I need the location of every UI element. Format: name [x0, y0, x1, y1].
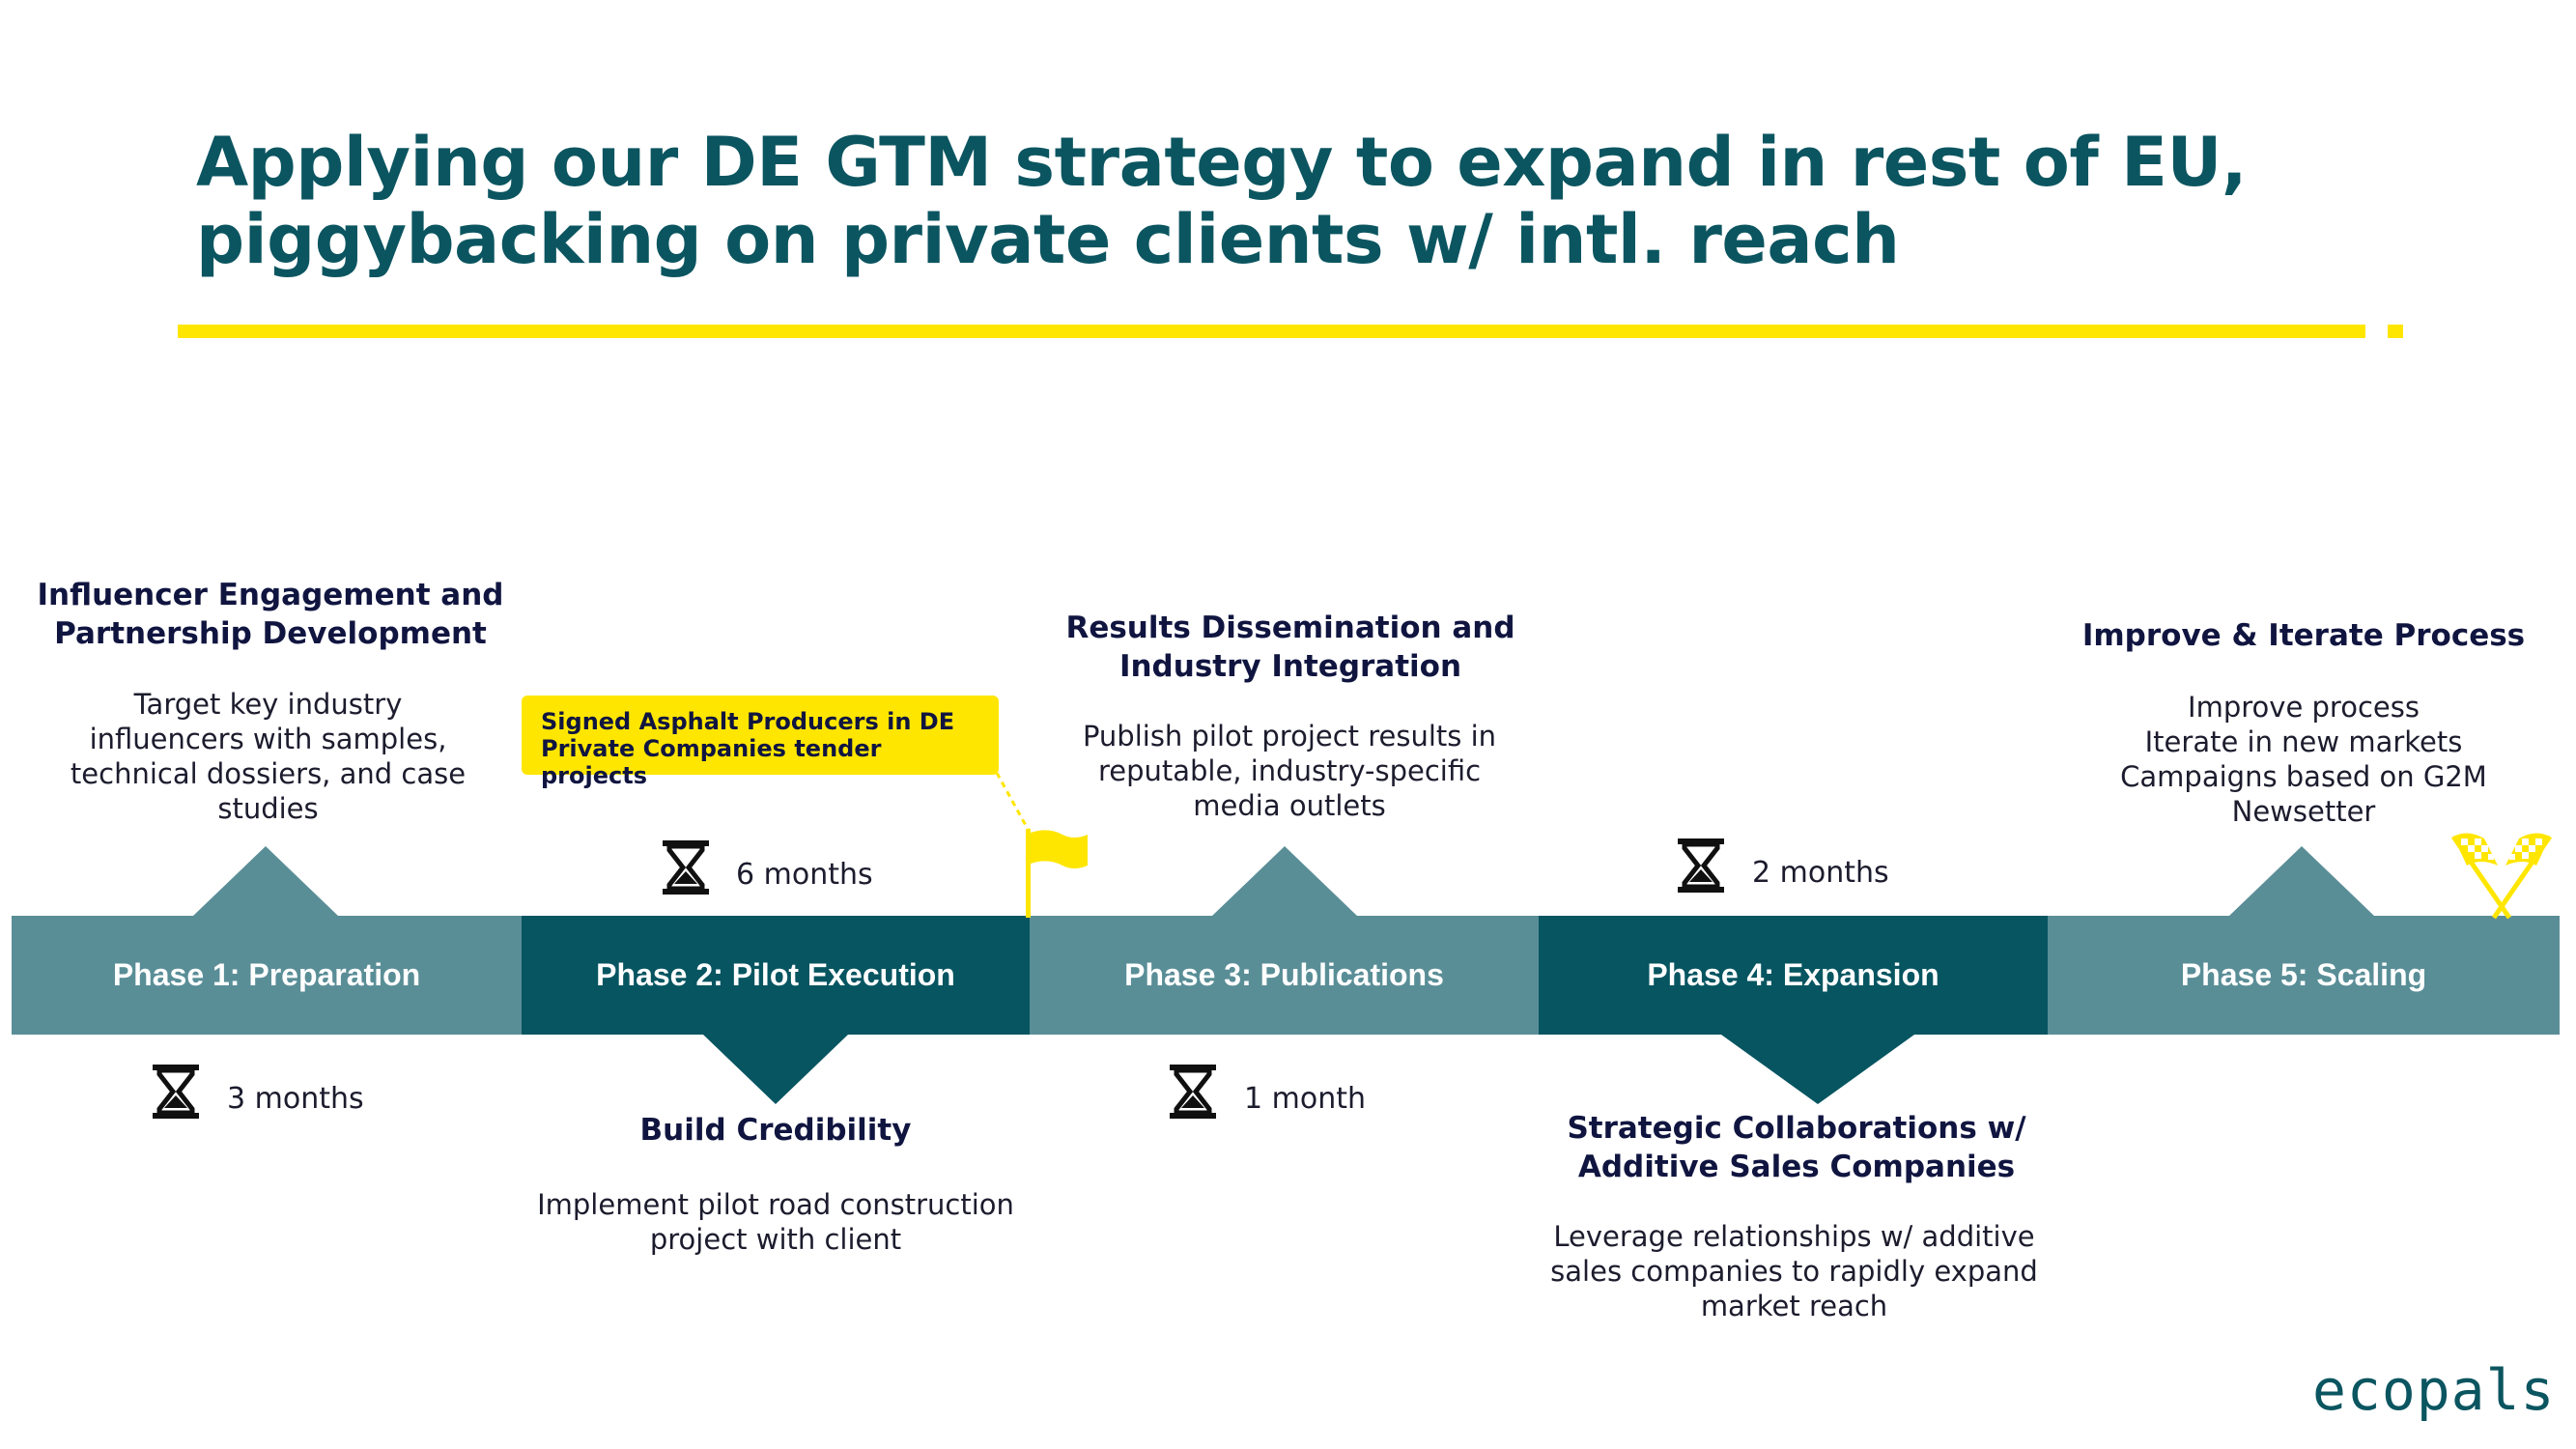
- title-underline-dot: [2388, 325, 2403, 338]
- phase-5-heading: Improve & Iterate Process: [2081, 618, 2526, 653]
- phase-3-pointer-up: [1212, 846, 1357, 916]
- phase-1-bar: Phase 1: Preparation: [12, 916, 522, 1035]
- phase-5-description-line: Iterate in new markets: [2144, 725, 2463, 758]
- ecopals-logo: ecopals: [2312, 1357, 2556, 1423]
- phase-5-bar: Phase 5: Scaling: [2048, 916, 2560, 1035]
- phase-3-label: Phase 3: Publications: [1124, 957, 1444, 992]
- hourglass-icon: [153, 1065, 199, 1119]
- phase-2-duration: 6 months: [736, 858, 873, 892]
- hourglass-icon: [663, 840, 709, 895]
- phase-2-bar: Phase 2: Pilot Execution: [522, 916, 1030, 1035]
- phase-1-duration: 3 months: [227, 1082, 364, 1116]
- phase-5-description-line: Campaigns based on G2M: [2120, 760, 2487, 793]
- phase-5-description: Improve process Iterate in new markets C…: [2067, 690, 2540, 829]
- phase-4-pointer-down: [1721, 1035, 1914, 1104]
- milestone-callout: Signed Asphalt Producers in DE Private C…: [522, 696, 999, 789]
- slide-title: Applying our DE GTM strategy to expand i…: [196, 124, 2418, 278]
- phase-2-label: Phase 2: Pilot Execution: [596, 957, 955, 992]
- phase-4-heading: Strategic Collaborations w/ Additive Sal…: [1567, 1111, 2026, 1184]
- checkered-flags-icon: [2450, 833, 2553, 920]
- phase-2-heading: Build Credibility: [639, 1113, 912, 1148]
- phase-2-description: Implement pilot road construction projec…: [537, 1188, 1014, 1256]
- phase-5-description-line: Improve process: [2188, 691, 2420, 724]
- phase-2-pointer-down: [703, 1035, 848, 1104]
- flag-icon: [995, 773, 1088, 918]
- phase-4-duration: 2 months: [1752, 856, 1889, 890]
- title-underline: [178, 325, 2365, 338]
- hourglass-icon: [1678, 838, 1724, 893]
- phase-1-label: Phase 1: Preparation: [112, 957, 421, 992]
- phase-4-label: Phase 4: Expansion: [1647, 957, 1939, 992]
- phase-5-description-line: Newsetter: [2231, 795, 2376, 828]
- phase-5-pointer-up: [2229, 846, 2374, 916]
- phase-1-pointer-up: [193, 846, 338, 916]
- phase-3-description: Publish pilot project results in reputab…: [1082, 720, 1497, 822]
- phase-4-description: Leverage relationships w/ additive sales…: [1550, 1220, 2038, 1322]
- title-line-1: Applying our DE GTM strategy to expand i…: [196, 123, 2247, 202]
- phase-5-label: Phase 5: Scaling: [2180, 957, 2427, 992]
- phase-3-bar: Phase 3: Publications: [1030, 916, 1539, 1035]
- hourglass-icon: [1170, 1065, 1216, 1119]
- phase-3-duration: 1 month: [1244, 1082, 1366, 1116]
- phase-1-heading: Influencer Engagement and Partnership De…: [37, 578, 504, 651]
- milestone-text: Signed Asphalt Producers in DE Private C…: [541, 708, 955, 789]
- phase-1-description: Target key industry influencers with sam…: [70, 688, 467, 825]
- phase-3-heading: Results Dissemination and Industry Integ…: [1065, 611, 1515, 684]
- title-line-2: piggybacking on private clients w/ intl.…: [196, 200, 1900, 279]
- phase-4-bar: Phase 4: Expansion: [1539, 916, 2048, 1035]
